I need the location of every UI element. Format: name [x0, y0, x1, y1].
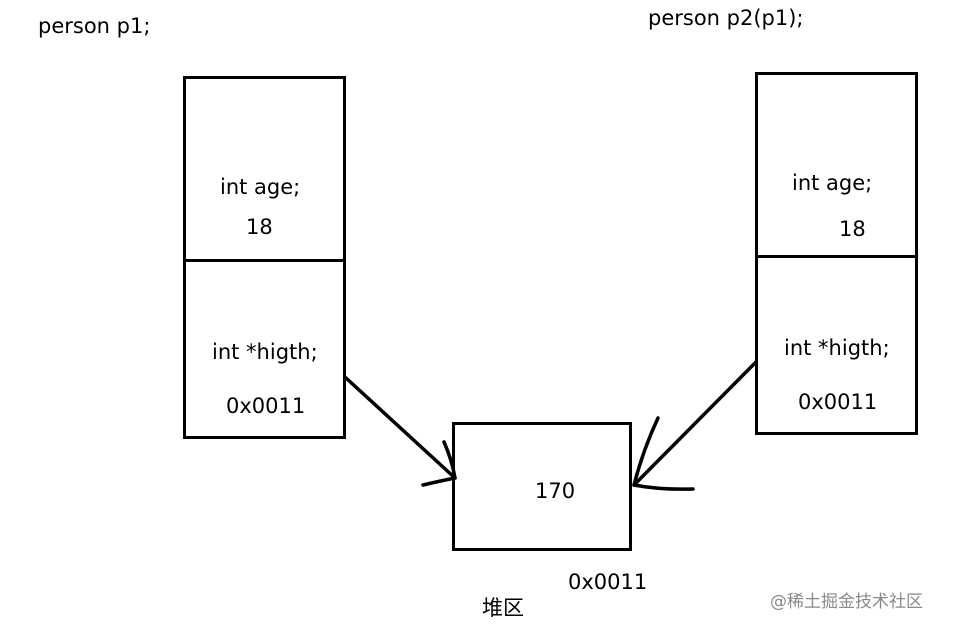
p1-arrowhead	[421, 440, 457, 487]
p1-pointer-arrow	[344, 376, 457, 480]
heap-region-label: 堆区	[482, 596, 524, 620]
heap-value: 170	[535, 479, 576, 503]
p2-age-value: 18	[839, 217, 866, 241]
p2-arrowhead	[632, 416, 695, 491]
p1-height-cell	[183, 259, 346, 439]
heap-address: 0x0011	[568, 570, 648, 594]
p2-label: person p2(p1);	[648, 6, 804, 30]
p2-height-field: int *higth;	[784, 336, 890, 360]
p1-age-field: int age;	[220, 175, 301, 199]
p2-height-cell	[755, 255, 918, 435]
p1-height-field: int *higth;	[212, 340, 318, 364]
p2-pointer-arrow	[632, 360, 758, 487]
watermark: @稀土掘金技术社区	[770, 592, 923, 612]
p2-age-field: int age;	[792, 171, 873, 195]
p2-height-value: 0x0011	[798, 390, 878, 414]
heap-block	[452, 422, 632, 551]
p1-age-value: 18	[246, 215, 273, 239]
p1-label: person p1;	[38, 14, 151, 38]
p1-height-value: 0x0011	[226, 394, 306, 418]
